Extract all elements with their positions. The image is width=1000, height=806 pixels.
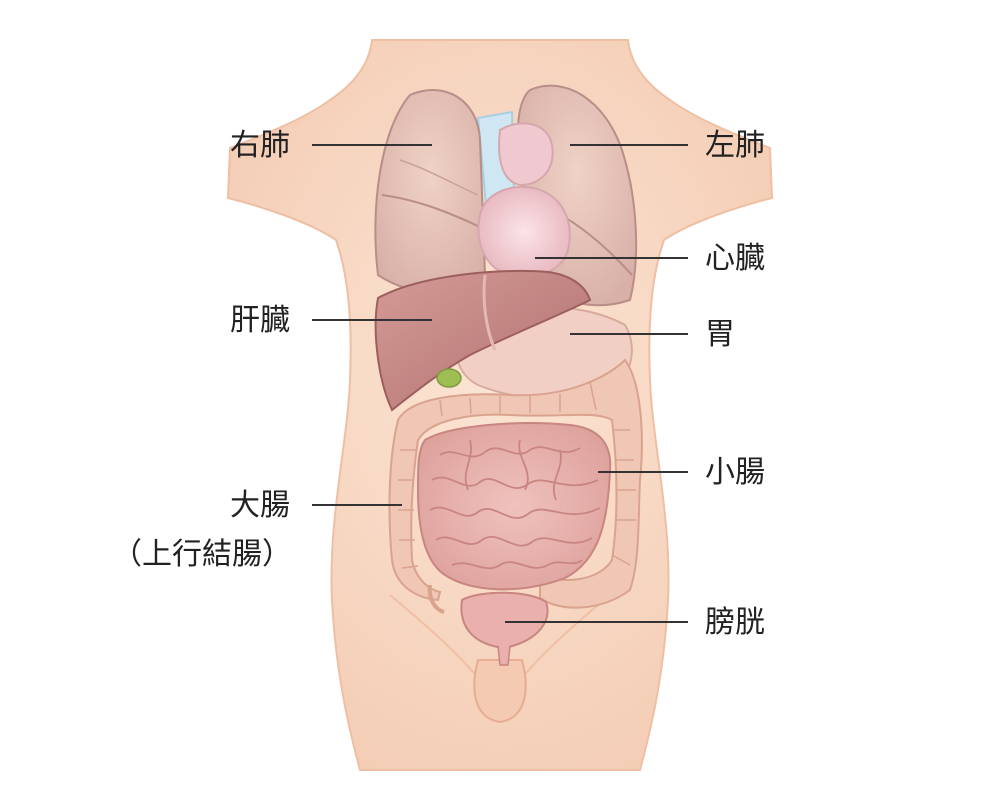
label-large-intestine-sub: （上行結腸） — [112, 540, 292, 570]
label-liver: 肝臓 — [230, 306, 290, 336]
label-bladder: 膀胱 — [705, 608, 765, 638]
label-large-intestine: 大腸 — [230, 491, 290, 521]
urethra — [498, 646, 510, 665]
label-small-intestine: 小腸 — [705, 458, 765, 488]
label-stomach: 胃 — [705, 320, 735, 350]
genital-shape — [474, 660, 525, 722]
small-intestine-shape — [418, 423, 610, 589]
label-right-lung: 右肺 — [230, 131, 290, 161]
label-heart: 心臓 — [705, 244, 765, 274]
heart-shape — [479, 187, 570, 277]
label-left-lung: 左肺 — [705, 131, 765, 161]
gallbladder-shape — [437, 369, 461, 387]
aorta — [499, 123, 553, 185]
